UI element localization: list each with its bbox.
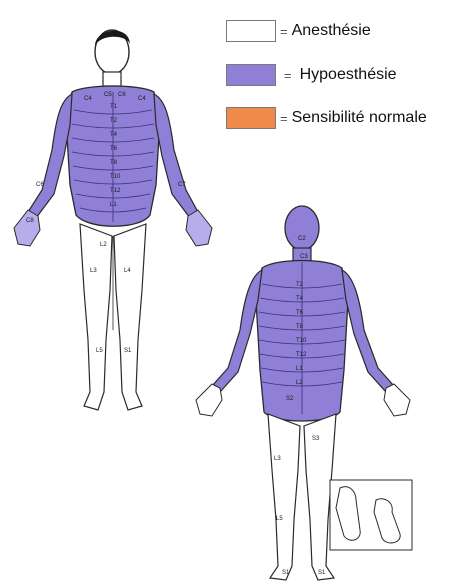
front-dermatome-label: C6 xyxy=(36,182,44,188)
back-head xyxy=(285,206,319,250)
back-dermatome-label: S1 xyxy=(318,570,326,576)
back-right-arm xyxy=(342,270,394,392)
back-dermatome-label: L3 xyxy=(274,456,281,462)
front-dermatome-label: L3 xyxy=(90,268,97,274)
front-dermatome-label: C4 xyxy=(84,96,92,102)
front-right-leg xyxy=(114,224,146,410)
back-dermatome-label: C3 xyxy=(300,254,308,260)
back-left-arm xyxy=(212,270,262,392)
front-dermatome-label: C4 xyxy=(138,96,146,102)
back-left-hand xyxy=(196,384,222,416)
front-left-leg xyxy=(80,224,112,410)
back-dermatome-label: L2 xyxy=(296,380,303,386)
front-dermatome-label: L4 xyxy=(124,268,131,274)
front-right-hand xyxy=(186,210,212,246)
back-left-leg xyxy=(268,414,300,580)
front-dermatome-label: T1 xyxy=(110,104,118,110)
front-dermatome-label: C6 xyxy=(118,92,126,98)
front-left-arm xyxy=(28,94,72,218)
front-dermatome-label: L2 xyxy=(100,242,107,248)
back-dermatome-label: C2 xyxy=(298,236,306,242)
front-neck xyxy=(103,72,121,86)
back-dermatome-label: T4 xyxy=(296,296,304,302)
front-dermatome-label: T12 xyxy=(110,188,121,194)
back-dermatome-label: T10 xyxy=(296,338,307,344)
back-dermatome-label: T12 xyxy=(296,352,307,358)
front-dermatome-label: C7 xyxy=(178,182,186,188)
front-dermatome-label: C8 xyxy=(26,218,34,224)
back-dermatome-label: S1 xyxy=(282,570,290,576)
back-dermatome-label: L5 xyxy=(276,516,283,522)
front-dermatome-label: C5 xyxy=(104,92,112,98)
front-right-arm xyxy=(154,94,198,218)
back-dermatome-label: L1 xyxy=(296,366,303,372)
front-left-hand xyxy=(14,210,40,246)
back-dermatome-label: T8 xyxy=(296,324,304,330)
back-right-hand xyxy=(384,384,410,416)
front-dermatome-label: T4 xyxy=(110,132,118,138)
front-dermatome-label: L5 xyxy=(96,348,103,354)
front-dermatome-label: S1 xyxy=(124,348,132,354)
front-dermatome-label: T8 xyxy=(110,160,118,166)
front-dermatome-label: T6 xyxy=(110,146,118,152)
front-dermatome-label: L1 xyxy=(110,202,117,208)
back-dermatome-label: S2 xyxy=(286,396,294,402)
feet-inset xyxy=(330,480,412,550)
back-dermatome-label: S3 xyxy=(312,436,320,442)
back-dermatome-label: T2 xyxy=(296,282,304,288)
front-dermatome-label: T2 xyxy=(110,118,118,124)
front-dermatome-label: T10 xyxy=(110,174,121,180)
back-dermatome-label: T6 xyxy=(296,310,304,316)
